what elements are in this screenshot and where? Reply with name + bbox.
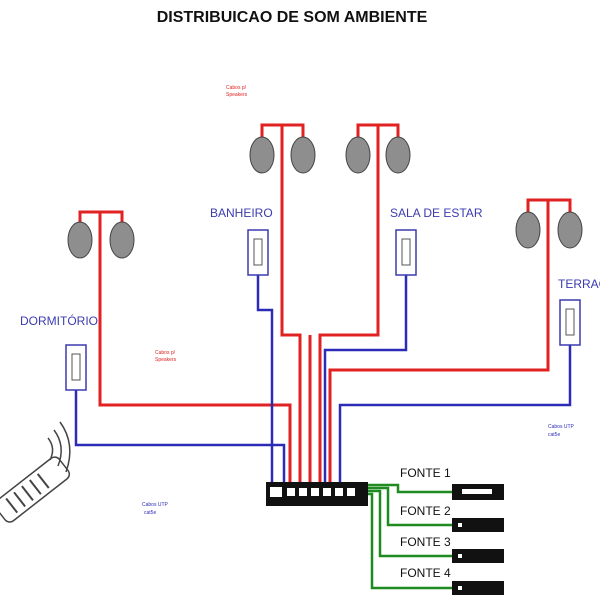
speaker-cables [78,123,572,485]
cable-note-utp-left: Cabos UTP [142,502,169,508]
remote-control [0,421,71,523]
speaker-icon [109,221,135,259]
central-switch [266,482,368,506]
room-label-terraco: TERRAÇ [558,277,600,291]
source-cables [368,483,452,590]
switch-port [323,488,331,496]
cable-note-utp-right: Cabos UTP [548,424,575,430]
switch-port [270,487,282,497]
keypad-dormitorio-icon [65,344,87,391]
speaker-cable-terraco [328,200,550,485]
device-led [458,586,462,590]
utp-cable-banheiro [256,275,274,485]
remote-control-icon [0,456,71,523]
source-cable-1 [368,483,452,494]
device-display [462,489,492,494]
speaker-icon [385,136,411,174]
utp-cables [74,275,572,485]
keypad-inner [401,238,411,266]
source-cable-2 [368,486,452,527]
speaker-icon [290,136,316,174]
switch-port [287,488,295,496]
cable-note-speakers-top: Cabos p/ [226,85,247,91]
remote-button [29,479,42,495]
device-led [458,554,462,558]
source-device-2-icon [452,518,504,532]
utp-cable-sala [323,275,408,485]
keypad-terraco-icon [559,299,581,346]
ir-wave-icon [59,421,71,473]
keypad-inner [71,353,81,381]
keypad-inner [565,308,575,336]
speaker-icon [249,136,275,174]
keypad-sala-icon [395,229,417,276]
switch-port [335,488,343,496]
remote-button [36,473,50,489]
cable-note-speakers-mid: Cabos p/ [155,350,176,356]
source-devices [452,484,504,595]
speaker-cable-top1 [280,125,302,485]
speaker-icon [557,211,583,249]
speaker-icon [515,211,541,249]
cable-note-speakers-mid: Speakers [155,357,177,363]
source-label-2: FONTE 2 [400,504,451,518]
utp-cable-terraco [338,345,572,485]
speakers [67,136,583,259]
keypad-banheiro-icon [247,229,269,276]
source-label-4: FONTE 4 [400,566,451,580]
speaker-icon [67,221,93,259]
keypads [65,229,581,391]
ir-wave-icon [47,437,54,461]
speaker-cable-dormitorio [98,212,292,485]
device-led [458,523,462,527]
remote-button [13,491,26,508]
source-cable-3 [368,489,452,558]
room-label-sala: SALA DE ESTAR [390,206,483,220]
cable-note-utp-right: cat5e [548,432,560,438]
speaker-cable-top2 [318,125,380,485]
switch-port [311,488,319,496]
ir-wave-icon [53,429,62,467]
switch-port [299,488,307,496]
cable-note-utp-left: cat5e [144,510,156,516]
switch-port [347,488,355,496]
source-label-3: FONTE 3 [400,535,451,549]
cable-note-speakers-top: Speakers [226,92,248,98]
speaker-icon [345,136,371,174]
keypad-inner [253,238,263,266]
utp-cable-dormitorio [74,390,286,485]
source-device-4-icon [452,581,504,595]
source-device-3-icon [452,549,504,563]
remote-button [21,485,34,501]
source-cable-4 [368,492,452,590]
room-label-banheiro: BANHEIRO [210,206,273,220]
remote-button [5,497,19,514]
room-label-dormitorio: DORMITÓRIO [20,313,98,328]
source-label-1: FONTE 1 [400,466,451,480]
diagram-title: DISTRIBUICAO DE SOM AMBIENTE [157,9,428,26]
